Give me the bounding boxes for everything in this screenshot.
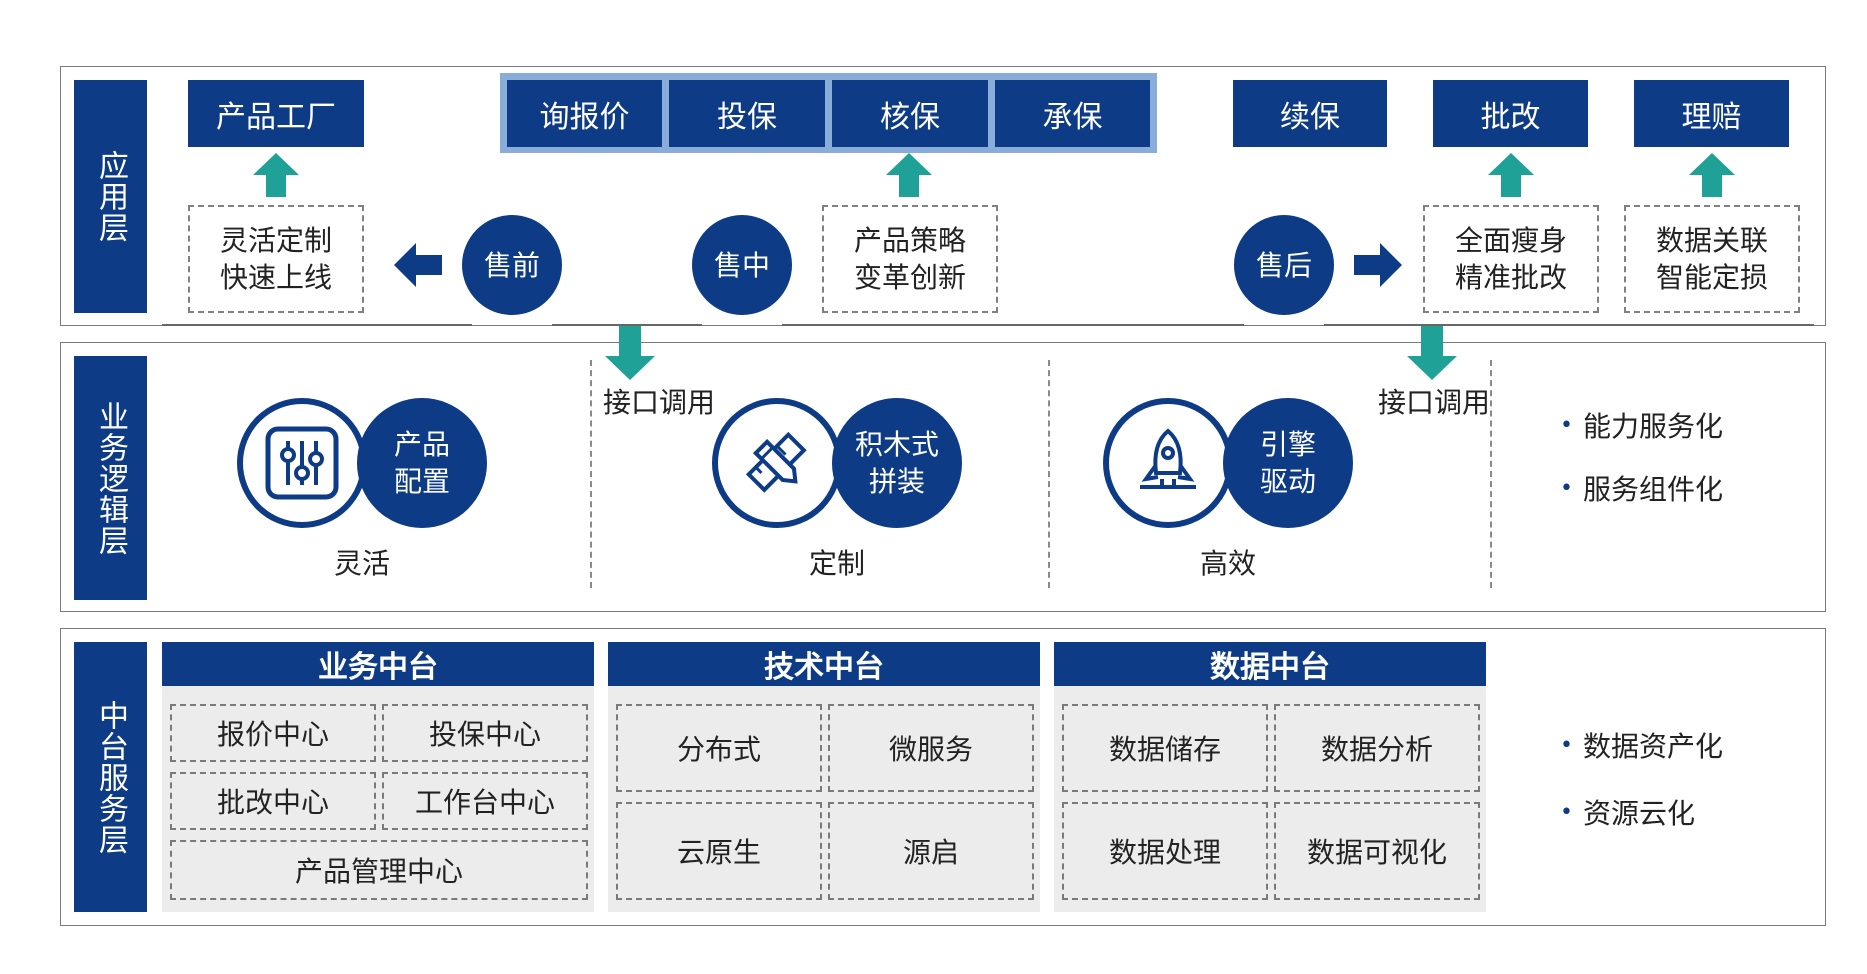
engine-driven-circle: 引擎 驱动 — [1223, 398, 1353, 528]
feature-data-link: 数据关联 智能定损 — [1624, 205, 1800, 313]
platform-cell: 微服务 — [828, 704, 1034, 792]
product-config-circle: 产品 配置 — [357, 398, 487, 528]
down-arrow-icon — [1407, 326, 1457, 380]
platform-cell: 工作台中心 — [382, 772, 588, 830]
business-platform-header: 业务中台 — [162, 642, 594, 686]
platform-cell: 批改中心 — [170, 772, 376, 830]
accept-box: 承保 — [995, 80, 1150, 147]
underwrite-box: 核保 — [832, 80, 988, 147]
renewal-box: 续保 — [1233, 80, 1387, 147]
feature-product-strategy: 产品策略 变革创新 — [822, 205, 998, 313]
platform-bullet: •数据资产化 — [1560, 730, 1723, 763]
platform-cell: 数据储存 — [1062, 704, 1268, 792]
rocket-icon — [1140, 428, 1196, 489]
platform-cell: 报价中心 — [170, 704, 376, 762]
left-arrow-icon — [394, 243, 442, 287]
middle-platform-layer-label: 中台服务层 — [74, 642, 147, 912]
logic-caption-flexible: 灵活 — [333, 547, 390, 580]
apply-box: 投保 — [669, 80, 825, 147]
logic-divider — [590, 360, 592, 588]
sliders-icon-circle — [237, 398, 367, 528]
stage-baseline — [782, 324, 1244, 326]
feature-full-slim: 全面瘦身 精准批改 — [1423, 205, 1599, 313]
platform-cell: 产品管理中心 — [170, 840, 588, 900]
up-arrow-icon — [1689, 153, 1735, 197]
tech-platform-header: 技术中台 — [608, 642, 1040, 686]
product-factory-box: 产品工厂 — [188, 80, 364, 147]
up-arrow-icon — [886, 153, 932, 197]
stage-baseline — [552, 324, 702, 326]
right-arrow-icon — [1354, 243, 1402, 287]
feature-flexible-custom: 灵活定制 快速上线 — [188, 205, 364, 313]
logic-divider — [1490, 360, 1492, 588]
platform-bullet: •资源云化 — [1560, 797, 1695, 830]
platform-cell: 投保中心 — [382, 704, 588, 762]
platform-cell: 云原生 — [616, 802, 822, 900]
stage-baseline — [1324, 324, 1814, 326]
stage-pre-sale: 售前 — [462, 215, 562, 315]
down-arrow-icon — [605, 326, 655, 380]
logic-bullet: •服务组件化 — [1560, 473, 1723, 506]
platform-cell: 源启 — [828, 802, 1034, 900]
rocket-icon-circle — [1103, 398, 1233, 528]
pencil-ruler-icon-circle — [712, 398, 842, 528]
up-arrow-icon — [253, 153, 299, 197]
business-logic-layer-label: 业务逻辑层 — [74, 356, 147, 600]
endorsement-box: 批改 — [1433, 80, 1588, 147]
pencil-ruler-icon — [745, 431, 807, 493]
logic-caption-custom: 定制 — [808, 547, 865, 580]
api-call-label: 接口调用 — [603, 386, 716, 419]
logic-caption-efficient: 高效 — [1199, 547, 1256, 580]
api-call-label: 接口调用 — [1378, 386, 1491, 419]
sliders-icon — [265, 426, 339, 500]
inquiry-quote-box: 询报价 — [507, 80, 662, 147]
platform-cell: 数据可视化 — [1274, 802, 1480, 900]
building-blocks-circle: 积木式 拼装 — [832, 398, 962, 528]
application-layer-label: 应用层 — [74, 80, 147, 313]
logic-divider — [1048, 360, 1050, 588]
data-platform-header: 数据中台 — [1054, 642, 1486, 686]
platform-cell: 分布式 — [616, 704, 822, 792]
stage-mid-sale: 售中 — [692, 215, 792, 315]
stage-baseline — [162, 324, 472, 326]
logic-bullet: •能力服务化 — [1560, 410, 1723, 443]
stage-post-sale: 售后 — [1234, 215, 1334, 315]
platform-cell: 数据处理 — [1062, 802, 1268, 900]
claim-box: 理赔 — [1634, 80, 1789, 147]
up-arrow-icon — [1488, 153, 1534, 197]
platform-cell: 数据分析 — [1274, 704, 1480, 792]
